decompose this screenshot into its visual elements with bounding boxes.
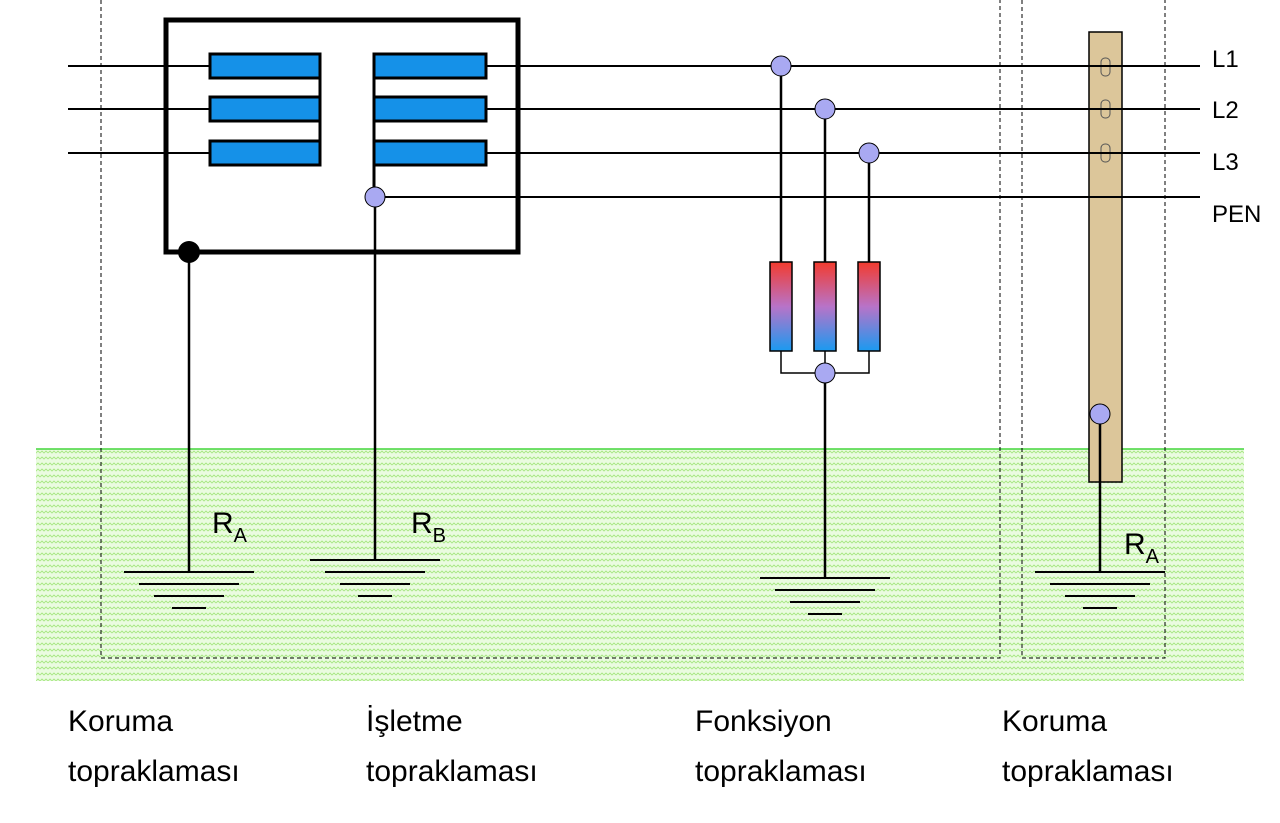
- load-resistor-3: [857, 261, 881, 352]
- caption-line: Koruma: [68, 705, 174, 738]
- primary-windings: [208, 52, 322, 167]
- caption-line: topraklaması: [695, 755, 867, 788]
- secondary-winding-3: [372, 139, 488, 167]
- label-l1: L1: [1212, 46, 1239, 73]
- supply-lines: [68, 65, 1200, 198]
- primary-winding-2: [208, 95, 322, 123]
- transformer-box: [163, 17, 521, 255]
- earth-symbols: [124, 559, 1165, 615]
- caption-line: topraklaması: [1002, 755, 1174, 788]
- earth-symbol-functional: [760, 577, 890, 615]
- caption-protective-earthing-right: Koruma topraklaması: [1002, 697, 1174, 797]
- label-rb: RB: [411, 507, 446, 547]
- node-l2: [814, 98, 836, 120]
- earth-symbol-pole: [1035, 571, 1165, 609]
- label-ra-left-main: R: [212, 507, 234, 540]
- primary-winding-1: [208, 52, 322, 80]
- secondary-winding-1: [372, 52, 488, 80]
- load-resistor-1: [769, 261, 793, 352]
- installation-boundary: [100, 0, 1001, 659]
- label-pen: PEN: [1212, 201, 1261, 228]
- secondary-winding-2: [372, 95, 488, 123]
- label-ra-left-sub: A: [234, 525, 248, 547]
- node-transformer-body: [178, 241, 200, 263]
- caption-line: topraklaması: [68, 755, 240, 788]
- ground-area: [36, 449, 1244, 681]
- node-l3: [858, 142, 880, 164]
- label-ra-right-sub: A: [1146, 546, 1160, 568]
- label-l2: L2: [1212, 97, 1239, 124]
- label-ra-left: RA: [212, 507, 248, 547]
- node-pole: [1089, 403, 1111, 425]
- label-rb-sub: B: [433, 525, 446, 547]
- dashed-boundary-frames: [100, 0, 1166, 659]
- earth-symbol-protective: [124, 571, 254, 609]
- caption-functional-earthing: Fonksiyon topraklaması: [695, 697, 867, 797]
- load-resistors: [769, 261, 881, 352]
- label-rb-main: R: [411, 507, 433, 540]
- load-connections: [779, 66, 871, 262]
- node-pen: [364, 186, 386, 208]
- node-l1: [770, 55, 792, 77]
- label-l3: L3: [1212, 149, 1239, 176]
- caption-line: Koruma: [1002, 705, 1108, 738]
- caption-line: Fonksiyon: [695, 705, 832, 738]
- secondary-windings: [372, 52, 488, 167]
- primary-winding-3: [208, 139, 322, 167]
- earth-conductors: [187, 197, 1102, 578]
- label-ra-right: RA: [1124, 528, 1160, 568]
- node-load-star: [814, 362, 836, 384]
- earth-symbol-neutral: [310, 559, 440, 597]
- caption-line: topraklaması: [366, 755, 538, 788]
- load-resistor-2: [813, 261, 837, 352]
- connection-nodes: [364, 55, 1111, 425]
- caption-protective-earthing-left: Koruma topraklaması: [68, 697, 240, 797]
- pole-boundary: [1021, 0, 1166, 659]
- label-ra-right-main: R: [1124, 528, 1146, 561]
- caption-operational-earthing: İşletme topraklaması: [366, 697, 538, 797]
- caption-line: İşletme: [366, 705, 463, 738]
